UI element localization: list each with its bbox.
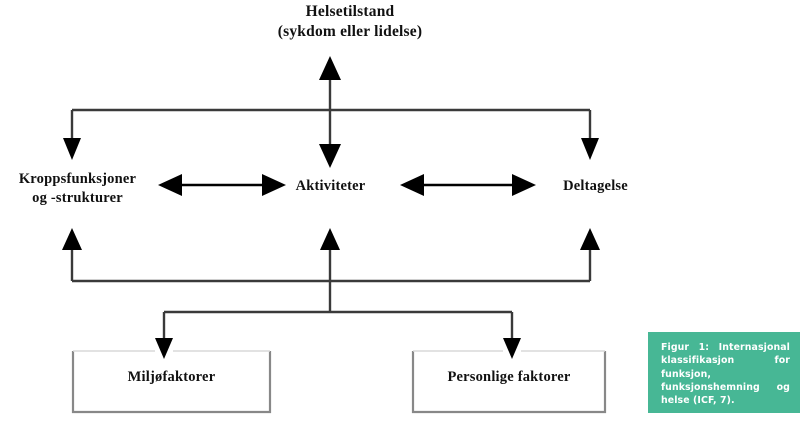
node-environmental-factors: Miljøfaktorer bbox=[127, 369, 216, 385]
lower-bus-group bbox=[70, 248, 592, 312]
environmental-factors-box bbox=[71, 350, 272, 414]
arrowhead-right-body-activities bbox=[262, 174, 286, 196]
environmental-factors-box-outline bbox=[71, 351, 272, 414]
figure-caption: Figur 1: Internasjonal klassifikasjon fo… bbox=[648, 332, 800, 413]
arrow-down-to-environmental-factors bbox=[155, 338, 173, 359]
arrow-down-to-participation bbox=[581, 138, 599, 160]
arrow-down-to-activities bbox=[319, 144, 341, 168]
personal-factors-box bbox=[411, 350, 607, 414]
factors-fan-group bbox=[162, 310, 514, 338]
arrowhead-left-activities-participation bbox=[400, 174, 424, 196]
arrowhead-right-activities-participation bbox=[512, 174, 536, 196]
arrow-down-to-personal-factors bbox=[503, 338, 521, 359]
arrow-up-to-health-condition bbox=[319, 56, 341, 80]
arrowhead-left-body-activities bbox=[158, 174, 182, 196]
arrow-up-to-activities bbox=[320, 228, 340, 250]
node-personal-factors: Personlige faktorer bbox=[447, 369, 571, 385]
arrow-down-to-body-functions bbox=[63, 138, 81, 160]
arrow-up-to-body-functions bbox=[62, 228, 82, 250]
personal-factors-box-outline bbox=[411, 351, 607, 414]
node-body-functions-and-structures: Kroppsfunksjoner og -strukturer bbox=[18, 171, 137, 207]
node-participation: Deltagelse bbox=[563, 178, 628, 194]
node-health-condition: Helsetilstand (sykdom eller lidelse) bbox=[277, 3, 423, 41]
node-activities: Aktiviteter bbox=[295, 178, 366, 194]
arrow-up-to-participation bbox=[580, 228, 600, 250]
